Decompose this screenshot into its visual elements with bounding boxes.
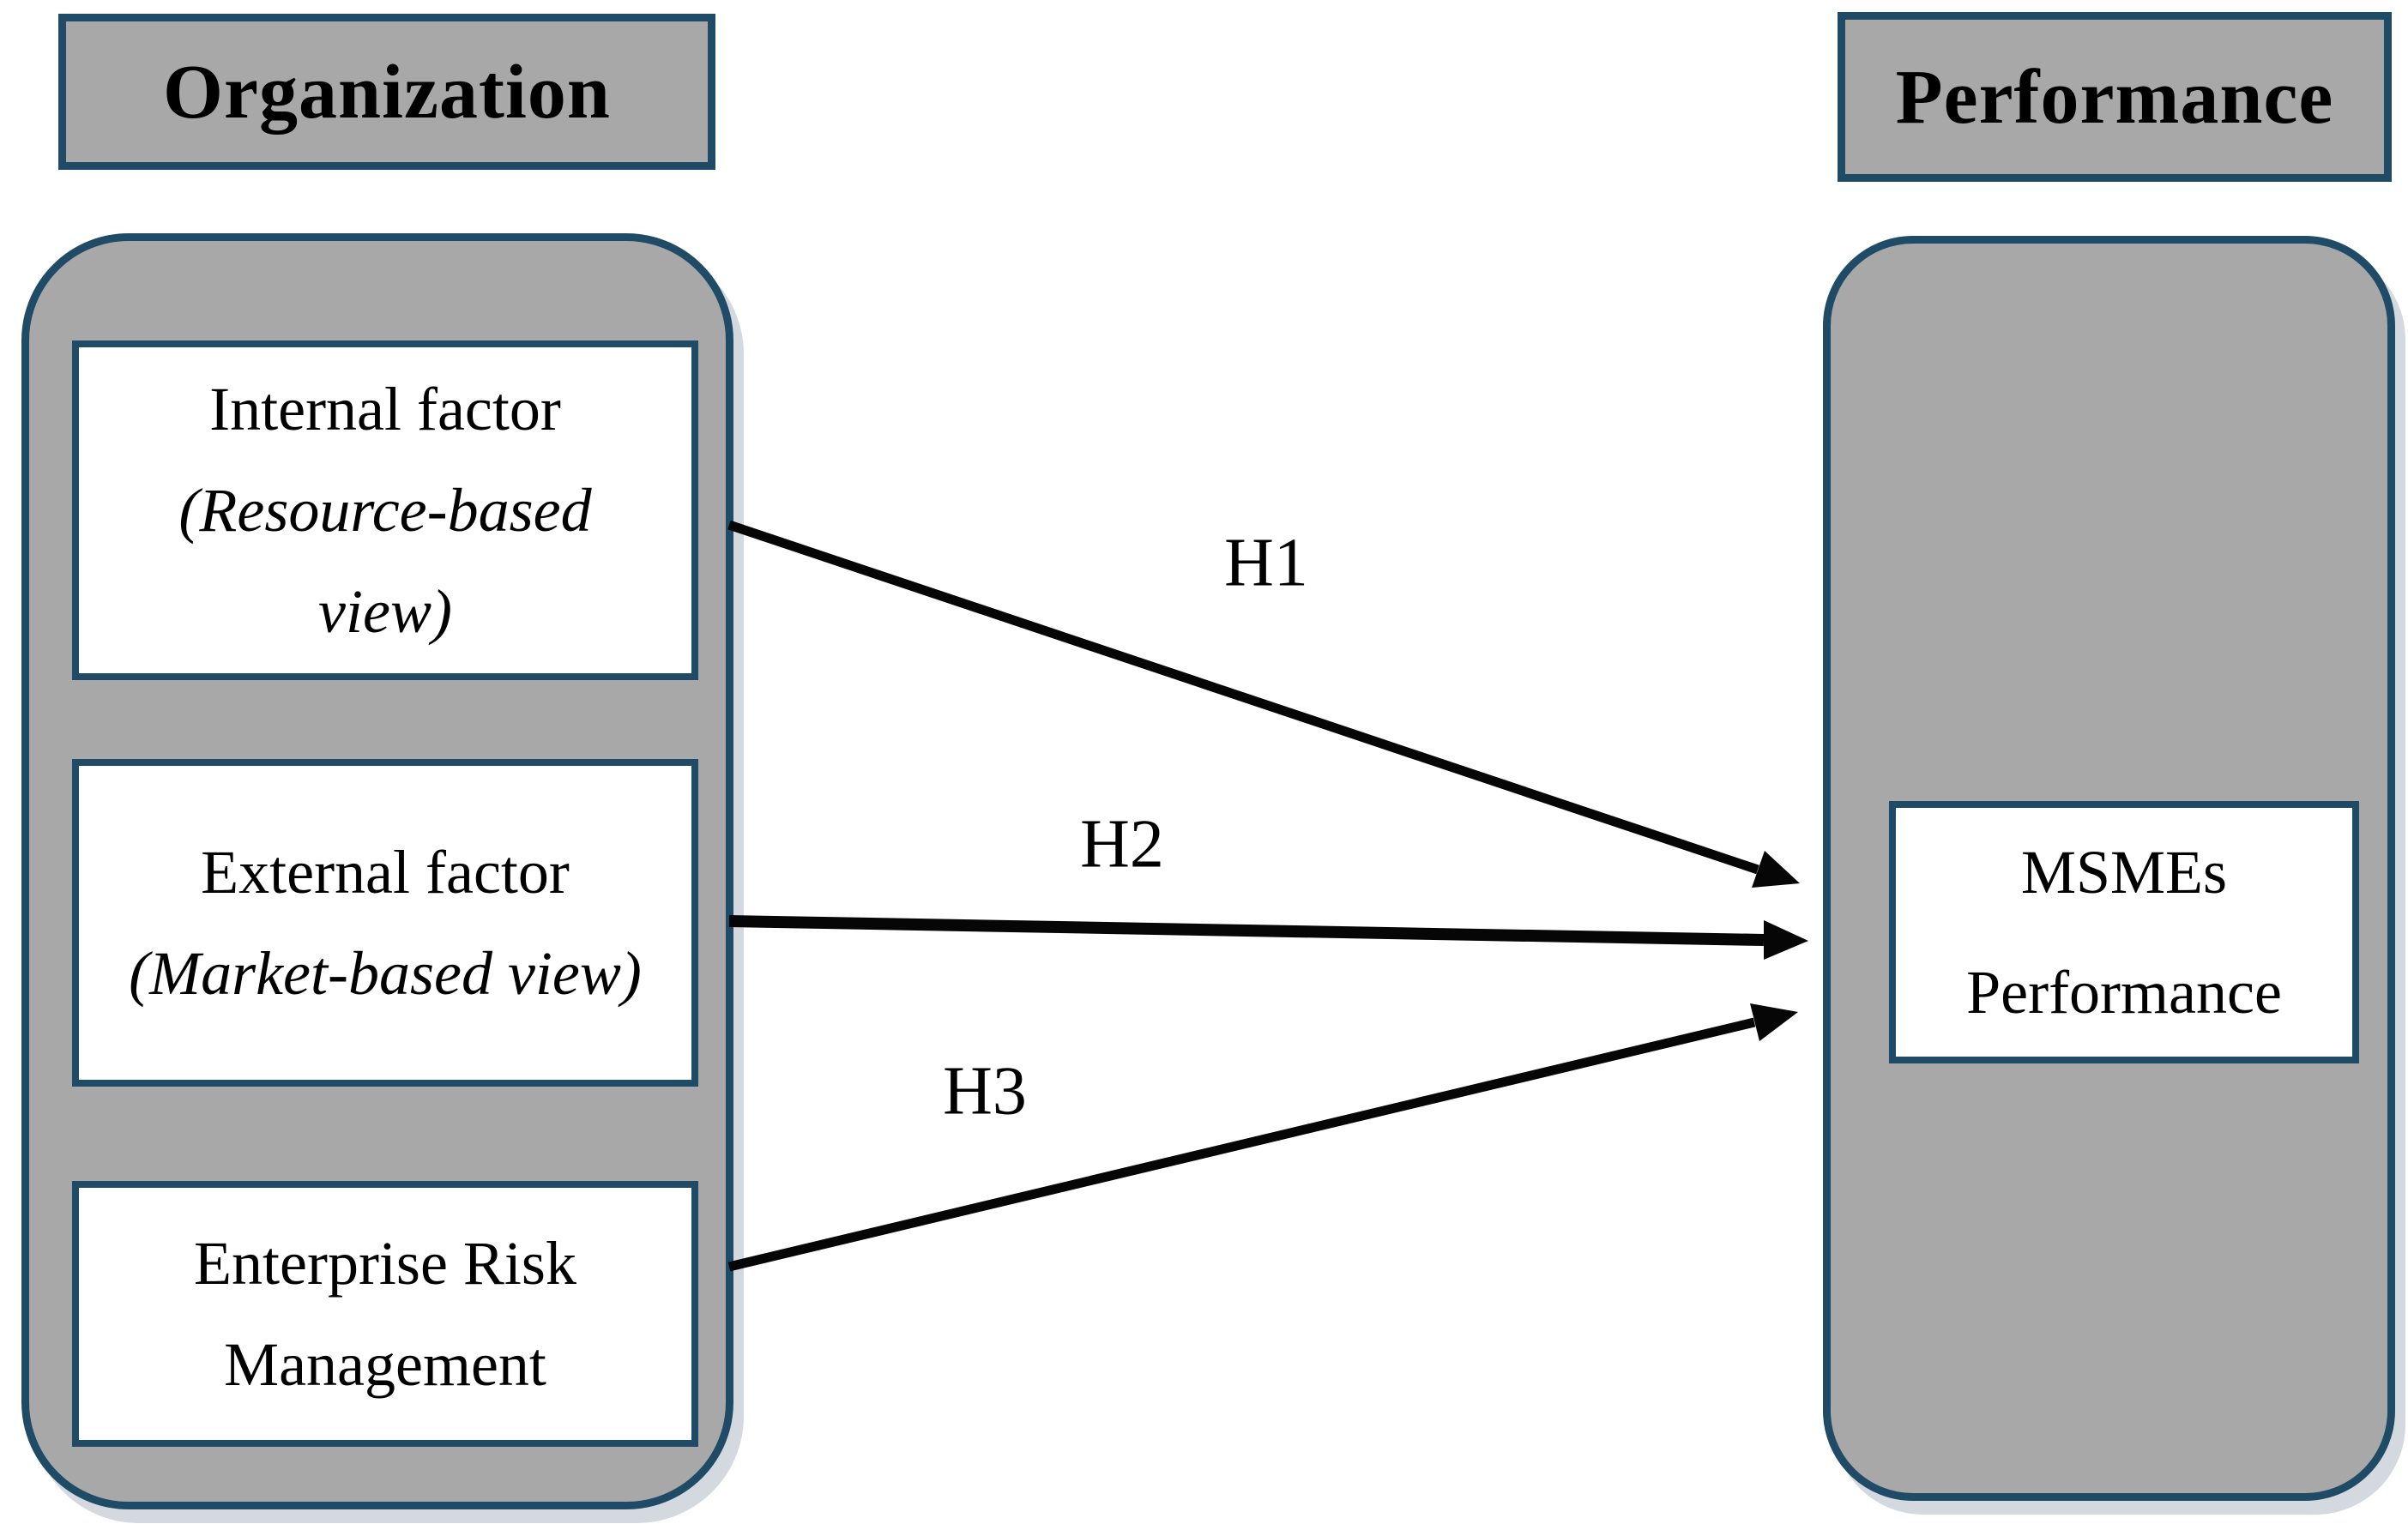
h2-arrow [728,915,1808,960]
performance-panel: MSMEs Performance [1823,236,2395,1501]
external-factor-line2: (Market-based view) [129,939,642,1008]
h2-hypothesis-label: H2 [1080,806,1164,882]
msmes-performance-box: MSMEs Performance [1889,801,2359,1063]
h3-arrow [727,1003,1798,1272]
h2-arrow-line [728,915,1765,946]
organization-panel: Internal factor (Resource-based view) Ex… [21,233,733,1509]
external-factor-box: External factor (Market-based view) [72,759,698,1087]
h1-hypothesis-label: H1 [1224,525,1308,601]
enterprise-risk-management-box: Enterprise Risk Management [72,1181,698,1447]
h1-arrowhead-icon [1752,851,1800,888]
performance-header-box: Performance [1838,12,2392,182]
external-factor-line1: External factor [201,838,570,907]
organization-header-label: Organization [163,49,611,135]
internal-factor-line2: (Resource-based [178,476,592,545]
internal-factor-box: Internal factor (Resource-based view) [72,340,698,680]
msmes-line2: Performance [1966,958,2282,1027]
erm-line1: Enterprise Risk [194,1229,576,1298]
internal-factor-line1: Internal factor [209,375,561,443]
h3-hypothesis-label: H3 [943,1053,1027,1129]
h3-arrow-line [727,1017,1756,1272]
h3-arrowhead-icon [1750,1003,1798,1041]
organization-header-box: Organization [58,14,715,170]
internal-factor-line3: view) [318,577,452,646]
performance-header-label: Performance [1895,54,2334,140]
erm-line2: Management [224,1330,546,1399]
h2-arrowhead-icon [1764,920,1808,960]
msmes-line1: MSMEs [2020,838,2228,907]
